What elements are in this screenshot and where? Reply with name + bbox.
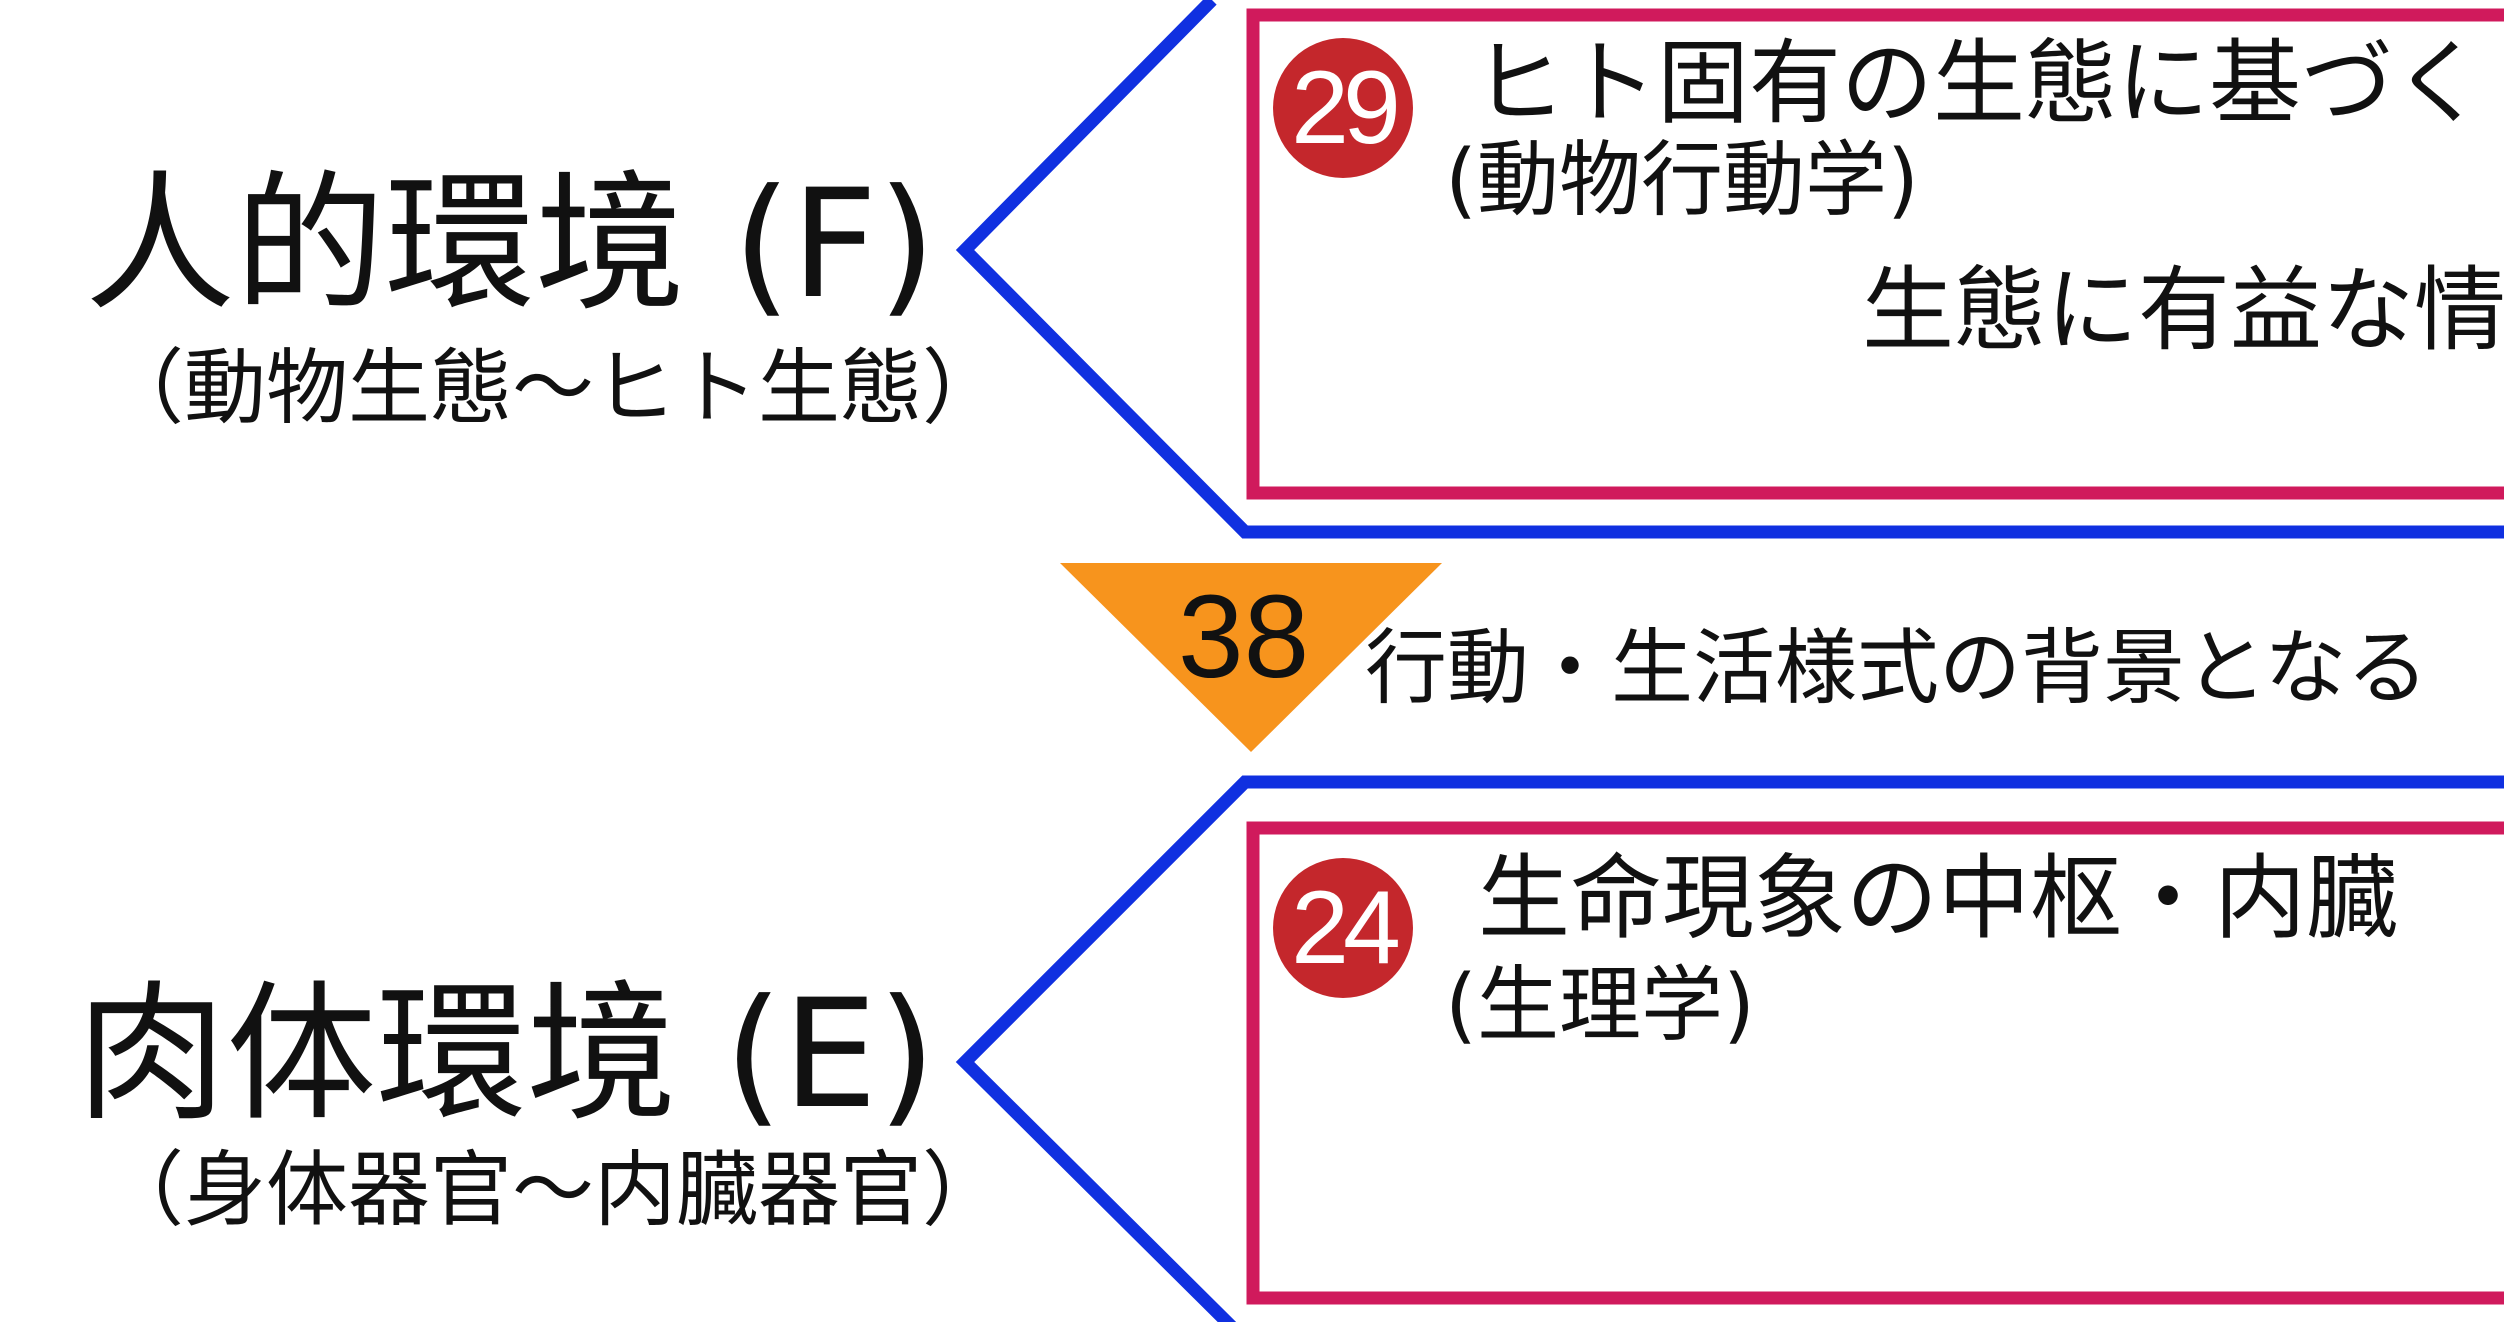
- top-content-box: [1246, 8, 2504, 500]
- bottom-bracket: [955, 775, 2504, 1322]
- physical-environment-subtitle: （身体器官〜内臓器官）: [101, 1143, 1004, 1238]
- human-environment-title: 人的環境 (F): [84, 158, 936, 332]
- physical-environment-title: 肉体環境 (E): [76, 968, 937, 1142]
- top-box-heading: ヒト固有の生態に基づく: [1473, 30, 2486, 137]
- middle-number-38: 38: [1178, 571, 1310, 703]
- top-box-discipline: (動物行動学): [1445, 133, 1919, 228]
- human-environment-subtitle: （動物生態〜ヒト生態）: [101, 341, 1004, 436]
- number-badge-29: 29: [1273, 38, 1413, 178]
- bottom-content-box: [1246, 821, 2504, 1305]
- middle-caption: 行動・生活様式の背景となる: [1365, 621, 2429, 716]
- bottom-box-heading: 生命現象の中枢・内臓: [1478, 845, 2399, 952]
- top-bracket: [955, 0, 2504, 539]
- bottom-box-discipline: (生理学): [1445, 958, 1755, 1053]
- top-box-note: 生態に有益な情: [1862, 257, 2504, 364]
- number-badge-24: 24: [1273, 858, 1413, 998]
- orange-triangle-marker: [1060, 563, 1442, 752]
